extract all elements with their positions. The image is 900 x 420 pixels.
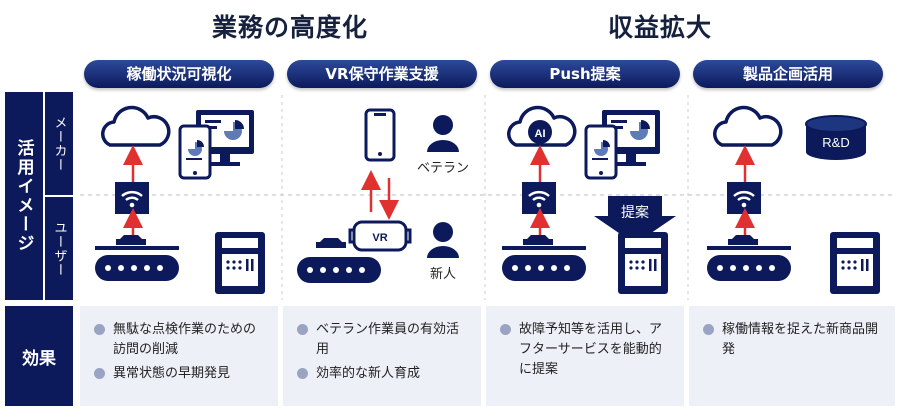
effect-panel-push-proposal: 故障予知等を活用し、アフターサービスを能動的に提案 [486, 306, 684, 406]
proposal-label: 提案 [621, 204, 649, 221]
cloud-icon [101, 105, 171, 147]
effect-text: 故障予知等を活用し、アフターサービスを能動的に提案 [519, 322, 663, 377]
column-title-visualization: 稼働状況可視化 [84, 60, 274, 88]
cloud-icon [713, 105, 783, 147]
wifi-module-icon [727, 182, 761, 214]
veteran-label: ベテラン [417, 161, 469, 176]
row-label-usage-text: 活用イメージ [13, 139, 34, 253]
rd-label: R&D [822, 135, 849, 150]
column-title-vr-support: VR保守作業支援 [287, 60, 477, 88]
bullet-icon [703, 324, 714, 335]
machine-icon [830, 232, 880, 294]
effect-item: 無駄な点検作業のための訪問の削減 [94, 320, 268, 360]
newcomer-person-icon [427, 222, 459, 258]
conveyor-icon [95, 235, 179, 281]
machine-icon [215, 232, 265, 294]
effect-item: 故障予知等を活用し、アフターサービスを能動的に提案 [500, 320, 674, 380]
bullet-icon [500, 324, 511, 335]
smartphone-icon [178, 124, 212, 180]
row-label-maker-text: メーカー [51, 115, 67, 172]
column-title-product-planning: 製品企画活用 [693, 60, 883, 88]
ai-label: AI [535, 128, 546, 140]
smartphone-icon [364, 108, 396, 162]
veteran-person-icon [427, 115, 459, 152]
newcomer-label: 新人 [430, 266, 456, 282]
proposal-arrow-icon [594, 196, 676, 244]
heading-advancement: 業務の高度化 [211, 13, 368, 42]
effect-text: 効率的な新人育成 [316, 366, 421, 381]
ai-cloud-icon [507, 105, 577, 147]
row-label-user-text: ユーザー [51, 220, 67, 277]
wifi-module-icon [115, 182, 149, 214]
conveyor-icon [297, 238, 381, 283]
effect-panel-visualization: 無駄な点検作業のための訪問の削減 異常状態の早期発見 [80, 306, 278, 406]
effect-text: 稼働情報を捉えた新商品開発 [722, 322, 879, 357]
rd-database-icon [805, 115, 867, 160]
effect-text: 異常状態の早期発見 [113, 366, 231, 381]
effect-item: 効率的な新人育成 [297, 364, 471, 384]
effect-text: 無駄な点検作業のための訪問の削減 [113, 322, 257, 357]
conveyor-icon [707, 235, 791, 281]
column-title-push-proposal: Push提案 [490, 60, 680, 88]
wifi-module-icon [522, 182, 556, 214]
smartphone-icon [584, 124, 618, 180]
effect-item: 稼働情報を捉えた新商品開発 [703, 320, 885, 360]
effect-item: 異常状態の早期発見 [94, 364, 268, 384]
vr-headset-icon [348, 220, 412, 252]
vr-label: VR [372, 232, 387, 244]
row-label-effect: 効果 [5, 306, 73, 406]
bullet-icon [297, 368, 308, 379]
row-label-effect-text: 効果 [22, 348, 56, 369]
bullet-icon [94, 368, 105, 379]
effect-text: ベテラン作業員の有効活用 [316, 322, 460, 357]
heading-revenue: 収益拡大 [607, 13, 712, 42]
bullet-icon [94, 324, 105, 335]
machine-icon [618, 232, 668, 294]
row-label-user: ユーザー [45, 197, 73, 300]
row-label-usage: 活用イメージ [5, 92, 43, 300]
conveyor-icon [502, 235, 586, 281]
row-label-maker: メーカー [45, 92, 73, 195]
bullet-icon [297, 324, 308, 335]
effect-item: ベテラン作業員の有効活用 [297, 320, 471, 360]
effect-panel-product-planning: 稼働情報を捉えた新商品開発 [689, 306, 895, 406]
effect-panel-vr-support: ベテラン作業員の有効活用 効率的な新人育成 [283, 306, 481, 406]
